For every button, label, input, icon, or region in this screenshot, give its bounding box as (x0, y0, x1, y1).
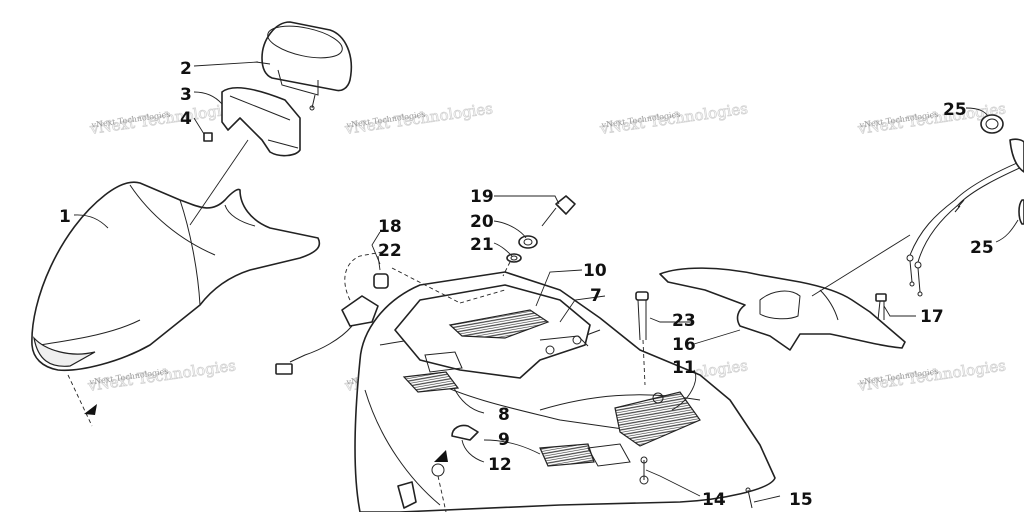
part-12-cap (451, 424, 479, 441)
callout-23: 23 (672, 311, 696, 331)
part-1-leader (67, 374, 93, 427)
part-2-speedometer (255, 21, 352, 111)
arrow-icon (84, 404, 97, 415)
callout-1: 1 (59, 207, 71, 227)
callout-22: 22 (378, 241, 402, 261)
callout-20: 20 (470, 212, 494, 232)
part-4-screw (203, 132, 213, 142)
callout-10: 10 (583, 261, 607, 281)
switch-leader (391, 267, 461, 304)
callout-25-lower: 25 (970, 238, 994, 258)
part-17-screw (875, 293, 887, 321)
callout-numbers: 2 3 4 1 19 20 21 18 22 10 7 23 16 11 8 9… (59, 59, 994, 510)
misc-clips (397, 450, 448, 512)
part-23-bolt (635, 291, 649, 386)
callout-2: 2 (180, 59, 192, 79)
callout-7: 7 (590, 286, 602, 306)
part-8-decal (402, 351, 463, 393)
callout-14: 14 (702, 490, 726, 510)
bracket-to-hood-leader (189, 139, 249, 226)
callout-18: 18 (378, 217, 402, 237)
callout-3: 3 (180, 85, 192, 105)
watermark: vNext Technologies vNext Technologies (87, 99, 239, 139)
callout-15: 15 (789, 490, 813, 510)
switch-leader-2 (459, 289, 506, 304)
part-14-screw (639, 456, 649, 485)
part-16-rear-cover (659, 234, 911, 351)
callout-19: 19 (470, 187, 494, 207)
watermark: vNext Technologies vNext Technologies (597, 99, 749, 139)
part-3-bracket (221, 87, 301, 157)
callout-17: 17 (920, 307, 944, 327)
part-18-switch-harness (275, 251, 389, 375)
part-15-screw (745, 487, 753, 509)
callout-9: 9 (498, 430, 510, 450)
cables (906, 138, 1024, 297)
callout-25-upper: 25 (943, 100, 967, 120)
part-10-upper-cover (394, 284, 591, 379)
part-19-key (541, 195, 576, 227)
part-1-front-hood (31, 181, 321, 427)
callout-21: 21 (470, 235, 494, 255)
callout-16: 16 (672, 335, 696, 355)
arrow-icon (434, 450, 448, 462)
part-9-decal (539, 443, 631, 467)
part-25-grommet-lower (1018, 199, 1024, 225)
callout-12: 12 (488, 455, 512, 475)
leader-lines (73, 61, 1019, 503)
callout-4: 4 (180, 109, 192, 129)
callout-11: 11 (672, 358, 696, 378)
watermark: vNext Technologies vNext Technologies (342, 99, 494, 139)
callout-8: 8 (498, 405, 510, 425)
part-20-nut (518, 235, 538, 249)
part-25-grommet-upper (980, 114, 1004, 134)
part-21-washer (506, 253, 522, 263)
watermark: vNext Technologies vNext Technologies (855, 356, 1007, 396)
key-leader (502, 261, 511, 277)
